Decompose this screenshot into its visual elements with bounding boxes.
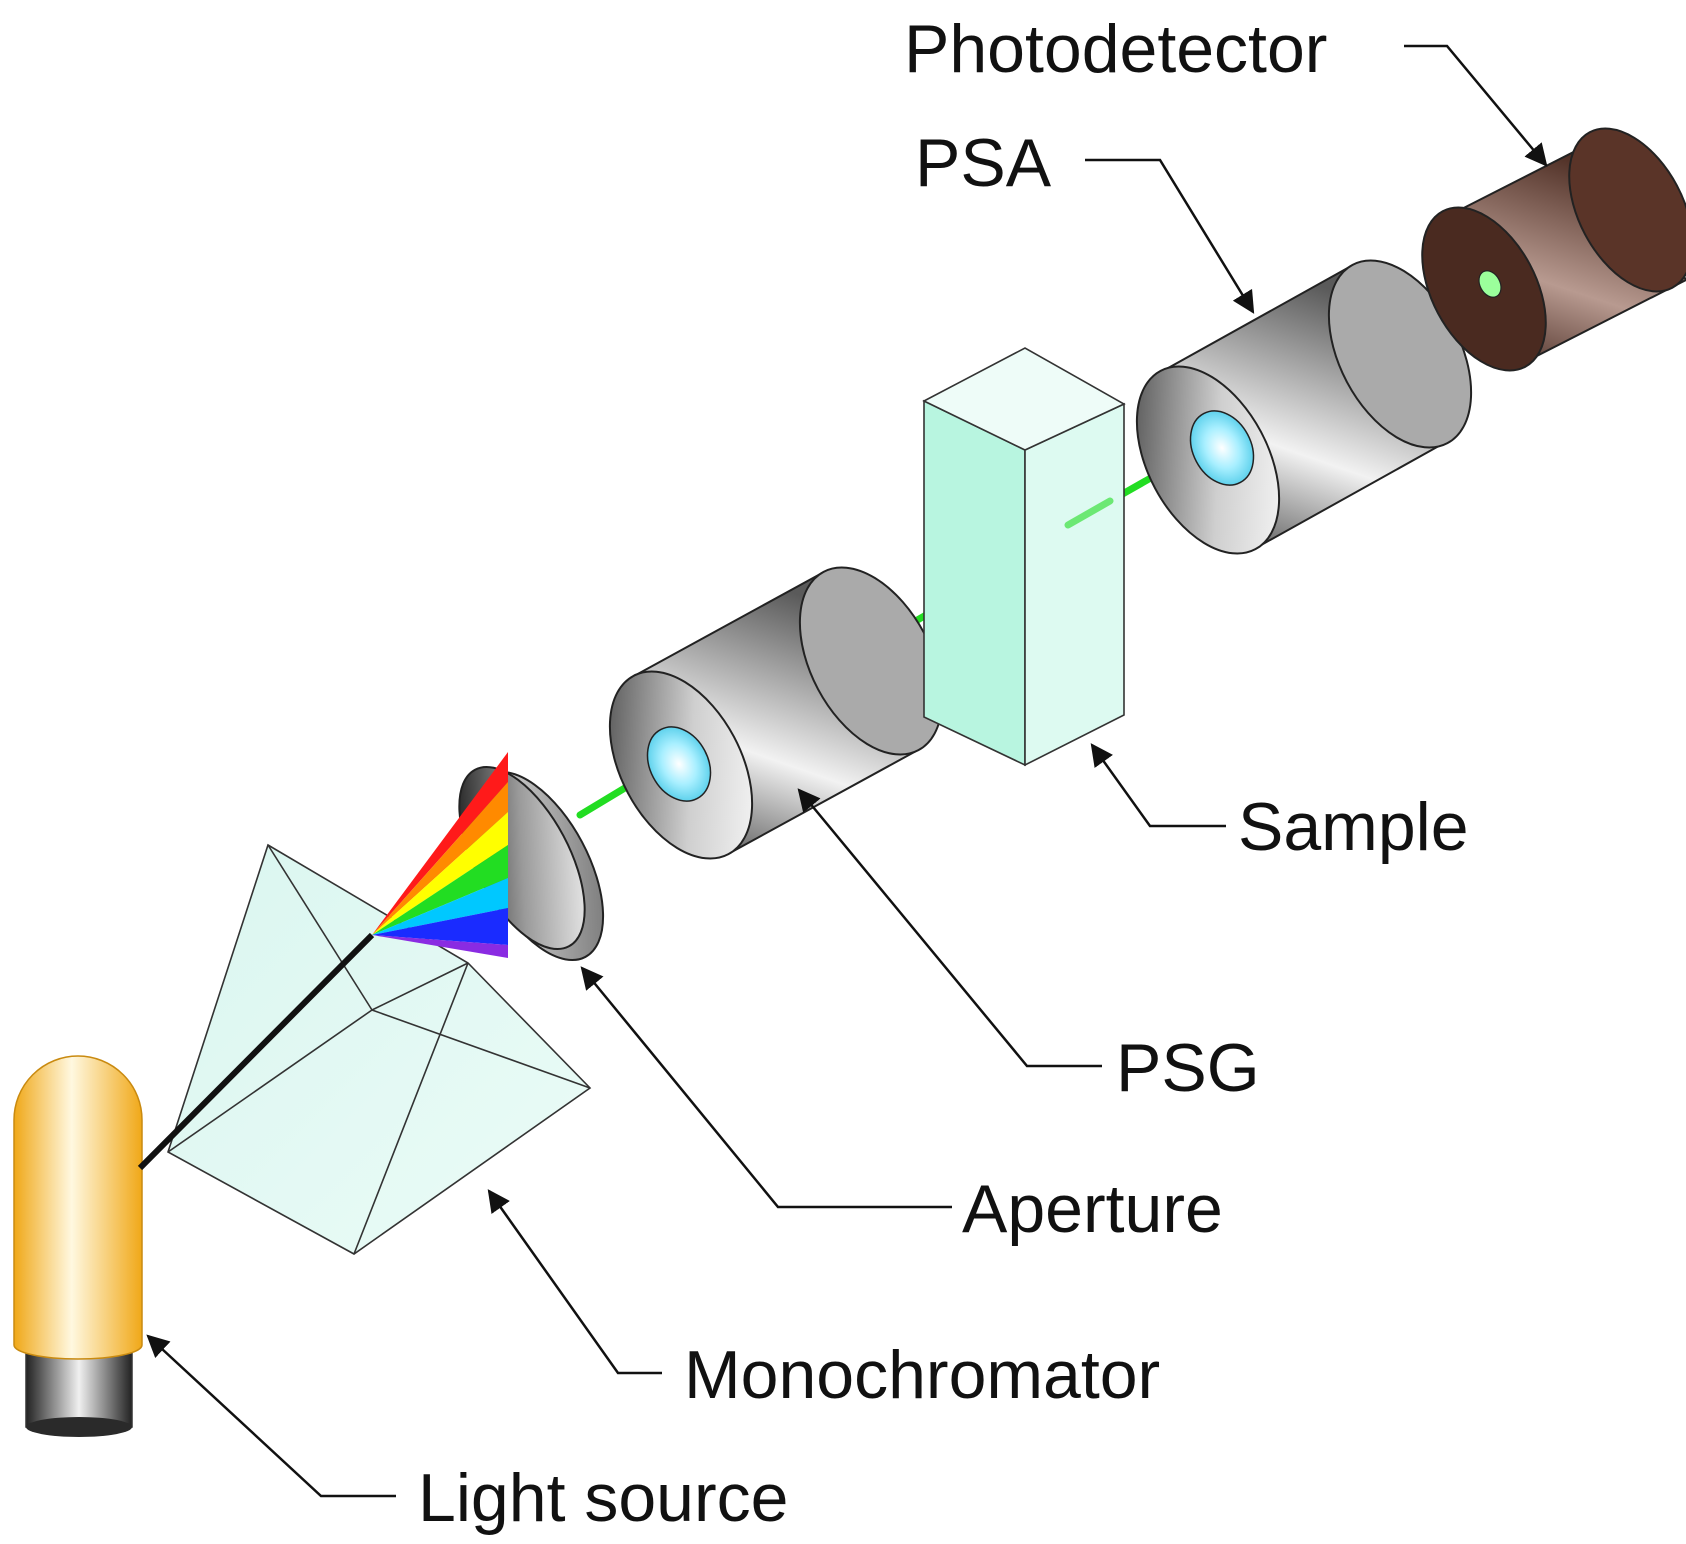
prism-edge xyxy=(371,1009,591,1089)
photodetector xyxy=(1421,127,1686,372)
sample-label: Sample xyxy=(1238,789,1469,865)
psa-lens xyxy=(1189,410,1255,486)
psg-cylinder xyxy=(608,566,944,860)
prism-edge xyxy=(353,962,469,1255)
prism-body xyxy=(167,843,592,1255)
sample-top xyxy=(922,347,1126,451)
monochromator-label: Monochromator xyxy=(684,1337,1160,1413)
leader-lines xyxy=(146,44,1548,1498)
light-source xyxy=(13,1055,143,1437)
monochromator-leader xyxy=(487,1189,662,1375)
photodetector-back-cap xyxy=(1568,127,1686,293)
spectrum-green xyxy=(372,845,508,935)
psg-lens xyxy=(646,726,712,802)
spectrum-red xyxy=(372,752,508,935)
psa-label: PSA xyxy=(915,125,1052,201)
sample-cuvette xyxy=(922,347,1126,767)
spectrum-fan xyxy=(372,752,508,958)
beam-inside-sample xyxy=(1064,497,1114,529)
light-source-leader xyxy=(146,1334,396,1498)
light-source-label: Light source xyxy=(418,1460,788,1536)
sample-side xyxy=(1024,402,1125,767)
prism-edge xyxy=(267,844,373,1011)
sample-front xyxy=(923,399,1026,767)
lamp-base-bottom xyxy=(26,1417,132,1437)
lamp-bulb xyxy=(13,1055,143,1360)
spectrum-yellow xyxy=(372,812,508,935)
spectrum-cyan xyxy=(372,878,508,935)
prism-edge xyxy=(167,1009,373,1153)
psg-leader xyxy=(797,788,1102,1068)
photodetector-label: Photodetector xyxy=(904,11,1327,87)
monochromator-prism xyxy=(167,843,592,1255)
photodetector-window xyxy=(1478,270,1502,298)
psa-leader xyxy=(1085,158,1255,314)
aperture-leader xyxy=(580,966,952,1209)
spectrum-violet xyxy=(372,935,508,958)
spectrum-orange xyxy=(372,782,508,935)
prism-edge xyxy=(371,962,469,1011)
aperture-label: Aperture xyxy=(962,1171,1223,1247)
psg-label: PSG xyxy=(1116,1030,1260,1106)
spectrum-blue xyxy=(372,908,508,945)
sample-leader xyxy=(1090,743,1226,828)
white-light-beam xyxy=(137,932,375,1171)
photodetector-leader xyxy=(1404,44,1548,167)
